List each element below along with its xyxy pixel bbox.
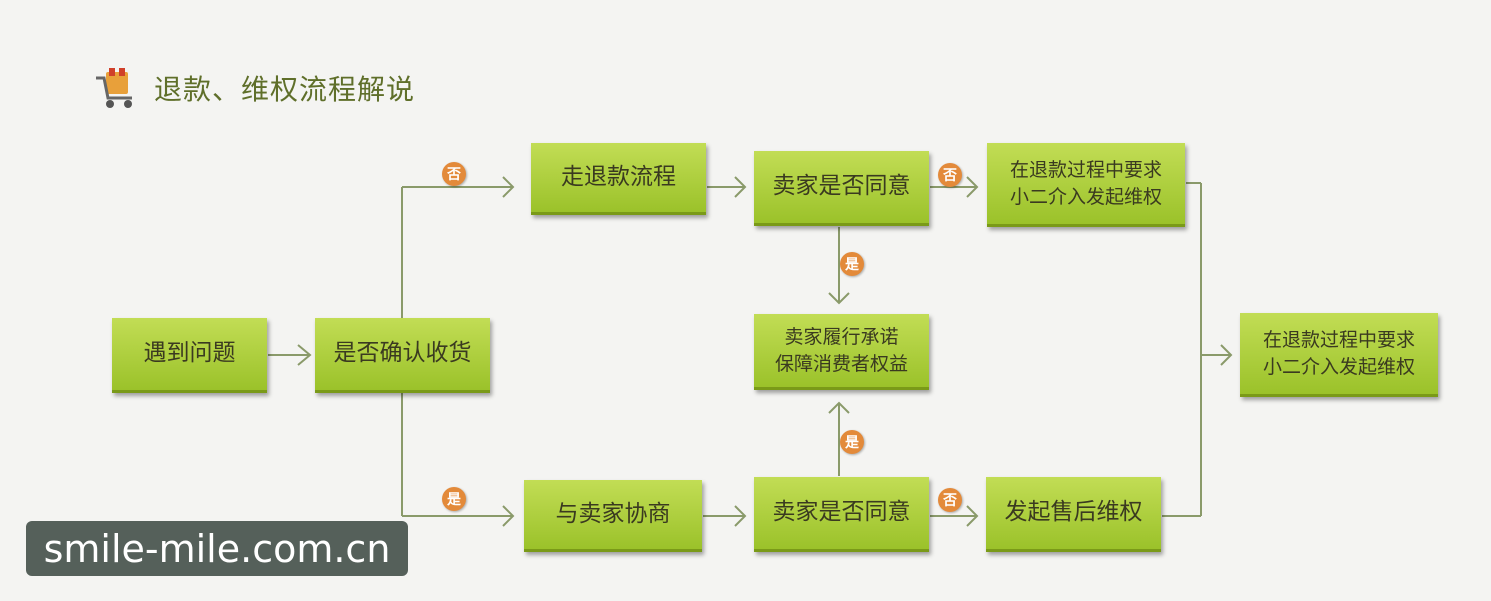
shopping-cart-icon: [96, 68, 132, 108]
label-yes-confirm: 是: [442, 487, 466, 511]
node-seller-fulfill: 卖家履行承诺 保障消费者权益: [754, 314, 929, 390]
node-refund-process: 走退款流程: [531, 143, 706, 215]
diagram-header: 退款、维权流程解说: [92, 64, 415, 112]
diagram-title: 退款、维权流程解说: [154, 73, 416, 106]
label-yes-seller-top: 是: [840, 252, 864, 276]
node-aftersale-rights: 发起售后维权: [986, 477, 1161, 552]
node-confirm-receipt: 是否确认收货: [315, 318, 490, 393]
node-seller-agree-bottom: 卖家是否同意: [754, 477, 929, 552]
label-no-confirm: 否: [442, 162, 466, 186]
node-escalate-top: 在退款过程中要求 小二介入发起维权: [987, 143, 1185, 227]
node-escalate-right: 在退款过程中要求 小二介入发起维权: [1240, 313, 1438, 397]
node-seller-agree-top: 卖家是否同意: [754, 151, 929, 226]
label-yes-seller-bottom: 是: [840, 430, 864, 454]
node-encounter-problem: 遇到问题: [112, 318, 267, 393]
watermark: smile-mile.com.cn: [26, 521, 408, 576]
node-negotiate-seller: 与卖家协商: [524, 480, 702, 552]
label-no-seller-top: 否: [938, 163, 962, 187]
label-no-seller-bottom: 否: [938, 488, 962, 512]
